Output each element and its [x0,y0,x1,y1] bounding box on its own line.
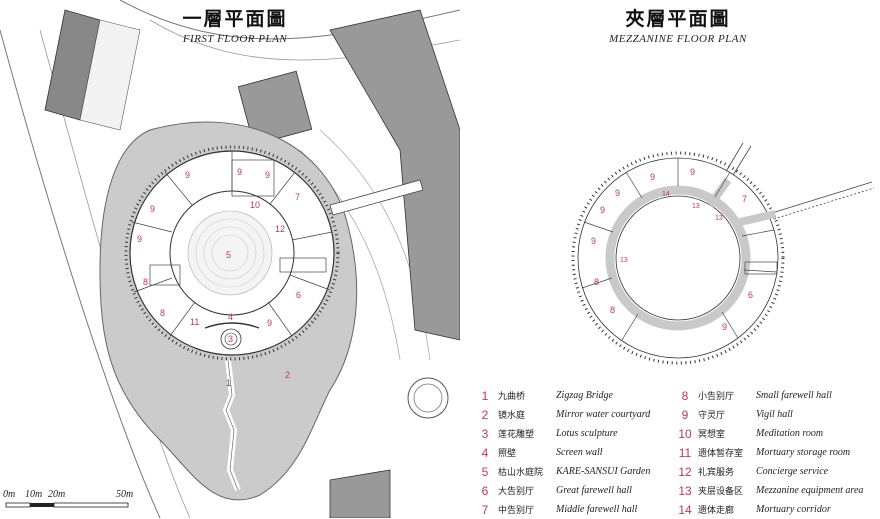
garden-ripple [211,234,249,272]
round-pavilion [407,377,449,419]
mezz-label-7: 7 [742,194,747,204]
garden-ripple [195,218,265,288]
label-9c: 9 [185,170,190,180]
scale-label-10: 10m [25,489,43,500]
site-road-edge [0,29,161,518]
label-12: 12 [275,224,285,234]
mezz-bridge [771,181,873,214]
first-floor-plan: 1 2 3 4 5 6 7 8 8 9 9 9 9 9 9 10 11 12 [0,0,460,518]
mezz-tick-ring [571,151,785,365]
first-floor-title-en: FIRST FLOOR PLAN [182,33,288,45]
mezzanine-title-cn: 夾層平面圖 [625,8,731,30]
mezz-label-9d: 9 [600,205,605,215]
room-block [231,159,275,197]
mezz-inner-wall [615,195,741,321]
mezz-label-14: 14 [662,191,670,198]
east-bridge [329,179,424,216]
label-7: 7 [295,192,300,202]
mezz-duct [739,210,776,226]
scale-label-0: 0m [3,489,16,500]
scale-label-20: 20m [48,489,66,500]
label-9b: 9 [265,170,270,180]
mezz-duct [706,177,732,208]
mezz-label-13b: 13 [715,215,723,222]
label-4: 4 [228,312,233,322]
mezz-bridge [773,187,875,220]
label-3: 3 [228,334,233,344]
building-block [237,70,313,146]
first-floor-title-cn: 一層平面圖 [182,8,288,30]
building-curved-block [79,19,141,131]
label-10: 10 [250,200,260,210]
label-8b: 8 [160,308,165,318]
mezz-label-9b: 9 [650,172,655,182]
room-block [149,264,181,286]
building-block [329,469,391,518]
mezz-label-8: 8 [594,277,599,287]
label-9d: 9 [150,204,155,214]
mezz-dividers [581,158,778,341]
mezz-room-block [744,261,778,275]
building-block [329,9,460,341]
round-pavilion [413,383,443,413]
label-2: 2 [285,370,290,380]
screen-wall [204,322,260,329]
label-9f: 9 [267,318,272,328]
mezzanine-floor-plan: 9 9 9 9 9 9 9 7 6 8 8 14 13 13 13 [571,142,875,365]
label-6: 6 [296,290,301,300]
mezz-label-6: 6 [748,290,753,300]
mezz-label-9e: 9 [591,236,596,246]
label-11: 11 [190,317,199,327]
lotus-sculpture [224,332,238,346]
label-8: 8 [143,277,148,287]
mezz-label-9: 9 [690,167,695,177]
mezz-label-13: 13 [692,203,700,210]
label-5: 5 [226,250,231,260]
ring-tick-ring [124,145,340,361]
zigzag-bridge [225,359,239,491]
mezz-label-8b: 8 [610,305,615,315]
garden-ripple [203,226,257,280]
karesansui-garden [187,210,273,296]
lotus-sculpture [220,328,242,350]
room-block [279,257,327,273]
scale-label-50: 50m [116,489,134,500]
mezz-label-13c: 13 [620,257,628,264]
mezzanine-title-en: MEZZANINE FLOOR PLAN [609,33,747,45]
scale-bar [5,502,129,508]
label-9e: 9 [137,234,142,244]
label-1: 1 [226,378,231,388]
mortuary-corridor [605,185,751,331]
label-9: 9 [237,167,242,177]
mezz-label-9f: 9 [722,322,727,332]
mezz-label-9c: 9 [615,188,620,198]
